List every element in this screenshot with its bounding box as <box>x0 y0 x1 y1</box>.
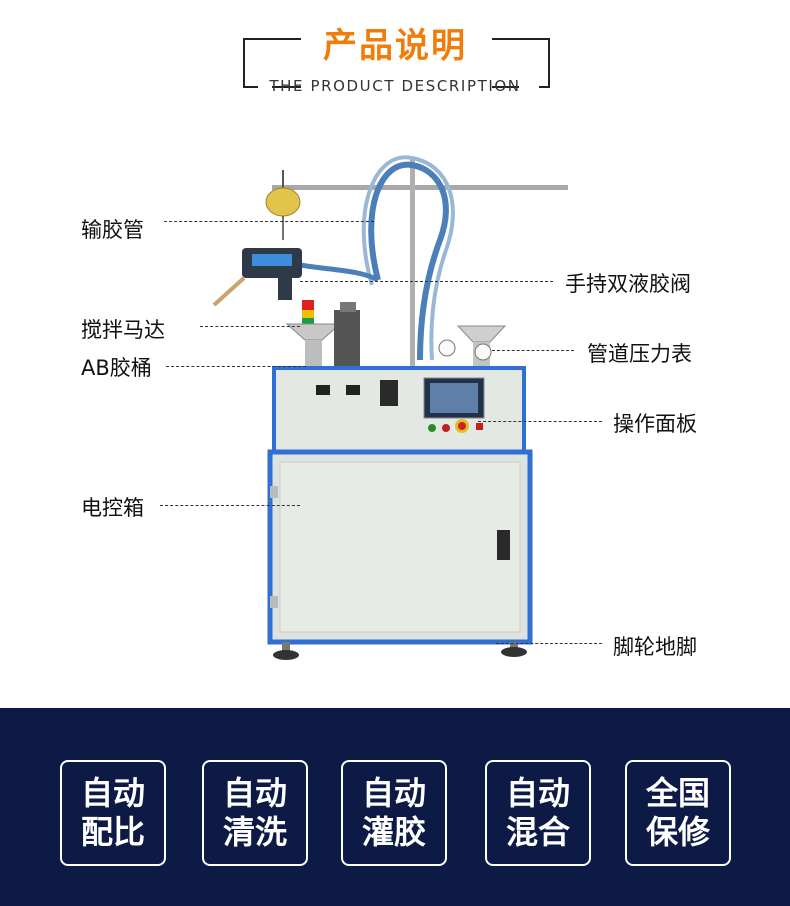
page-subtitle: THE PRODUCT DESCRIPTION <box>269 77 521 95</box>
gauge-2 <box>474 343 492 361</box>
feature-auto-ratio: 自动 配比 <box>60 760 166 866</box>
hose-blue <box>368 161 449 361</box>
hose-light <box>361 155 455 361</box>
bracket-left <box>243 38 301 88</box>
balancer <box>265 187 301 217</box>
callout-mixer-motor: 搅拌马达 <box>81 318 165 342</box>
page-title: 产品说明 <box>323 26 467 66</box>
leader-panel <box>478 421 602 422</box>
callout-ab-tank: AB胶桶 <box>81 356 152 380</box>
leader-mixer-motor <box>200 326 300 327</box>
machine-image <box>212 155 568 660</box>
callout-panel: 操作面板 <box>613 412 697 436</box>
tank-funnel-right <box>456 325 507 343</box>
gauge-1 <box>438 339 456 357</box>
foot-right <box>501 647 527 657</box>
center-pole <box>410 158 415 370</box>
boom-arm <box>272 185 568 190</box>
leader-valve <box>300 281 553 282</box>
callout-control-box: 电控箱 <box>81 496 144 520</box>
feature-auto-clean: 自动 清洗 <box>202 760 308 866</box>
upper-cabinet <box>272 366 526 460</box>
cabinet-handle <box>497 530 510 560</box>
leader-control-box <box>160 505 300 506</box>
section-header: 产品说明 THE PRODUCT DESCRIPTION <box>0 0 790 110</box>
callout-valve: 手持双液胶阀 <box>565 272 691 296</box>
callout-hose: 输胶管 <box>81 218 144 242</box>
feature-warranty: 全国 保修 <box>625 760 731 866</box>
callout-feet: 脚轮地脚 <box>613 635 697 659</box>
feature-auto-pour: 自动 灌胶 <box>341 760 447 866</box>
feature-auto-mix: 自动 混合 <box>485 760 591 866</box>
leader-hose <box>164 221 374 222</box>
foot-left <box>273 650 299 660</box>
leader-feet <box>496 643 602 644</box>
mixer-motor <box>334 310 360 366</box>
callout-pressure-gauge: 管道压力表 <box>587 342 692 366</box>
feature-banner <box>0 708 790 906</box>
leader-ab-tank <box>166 366 306 367</box>
machine-illustration: 输胶管 搅拌马达 AB胶桶 电控箱 手持双液胶阀 管道压力表 操作面板 脚轮地脚 <box>0 110 790 708</box>
leader-pressure-gauge <box>492 350 574 351</box>
